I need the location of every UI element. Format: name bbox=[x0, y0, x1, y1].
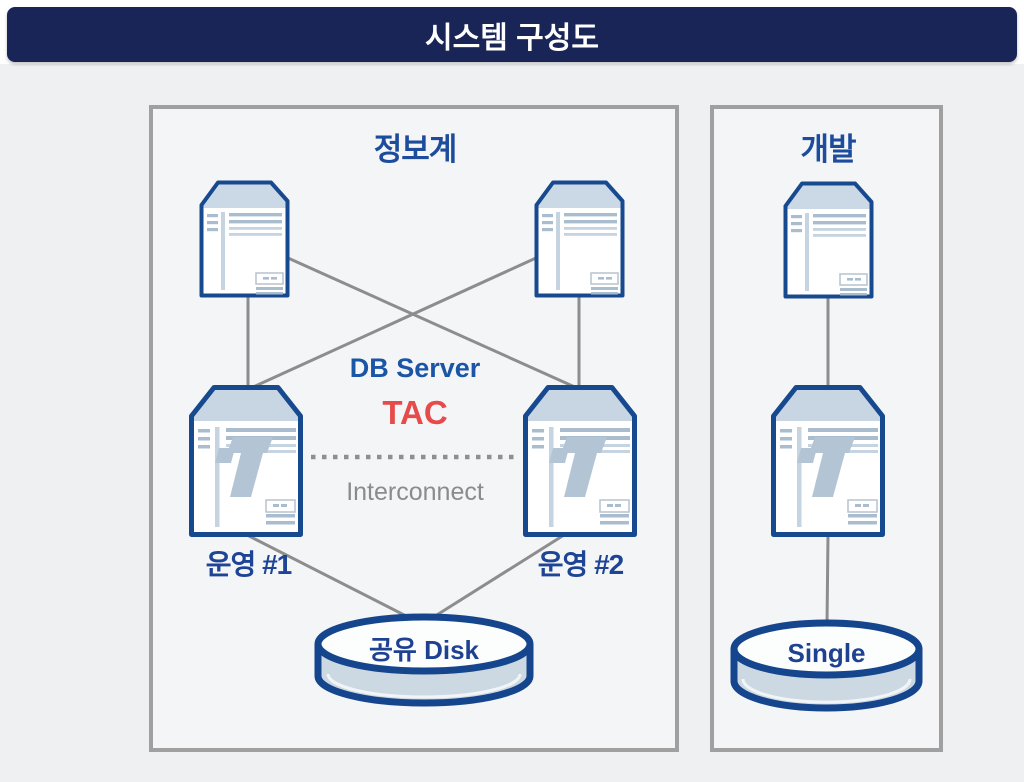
db-server-label: DB Server bbox=[349, 353, 481, 383]
app-server-icon bbox=[534, 180, 625, 298]
info-panel-title: 정보계 bbox=[373, 132, 458, 167]
tibero-t-logo bbox=[215, 437, 273, 497]
db-server-icon bbox=[771, 385, 885, 537]
prod-node1-label: 운영 #1 bbox=[205, 549, 292, 580]
tac-cluster-label: TAC bbox=[382, 394, 448, 431]
shared-disk-icon bbox=[314, 613, 534, 707]
single-disk-icon bbox=[730, 619, 923, 712]
page-title: 시스템 구성도 bbox=[425, 21, 599, 55]
app-server-icon bbox=[199, 180, 290, 298]
header-bar: 시스템 구성도 bbox=[7, 7, 1017, 62]
shared-disk-label: 공유 Disk bbox=[369, 635, 479, 665]
tibero-t-logo bbox=[797, 437, 855, 497]
prod-node2-label: 운영 #2 bbox=[537, 549, 624, 580]
app-server-icon bbox=[783, 181, 874, 299]
tibero-t-logo bbox=[549, 437, 607, 497]
dev-panel-title: 개발 bbox=[800, 132, 856, 167]
db-server-icon bbox=[523, 385, 637, 537]
interconnect-label: Interconnect bbox=[346, 478, 484, 506]
db-server-icon bbox=[189, 385, 303, 537]
single-disk-label: Single bbox=[787, 638, 866, 668]
